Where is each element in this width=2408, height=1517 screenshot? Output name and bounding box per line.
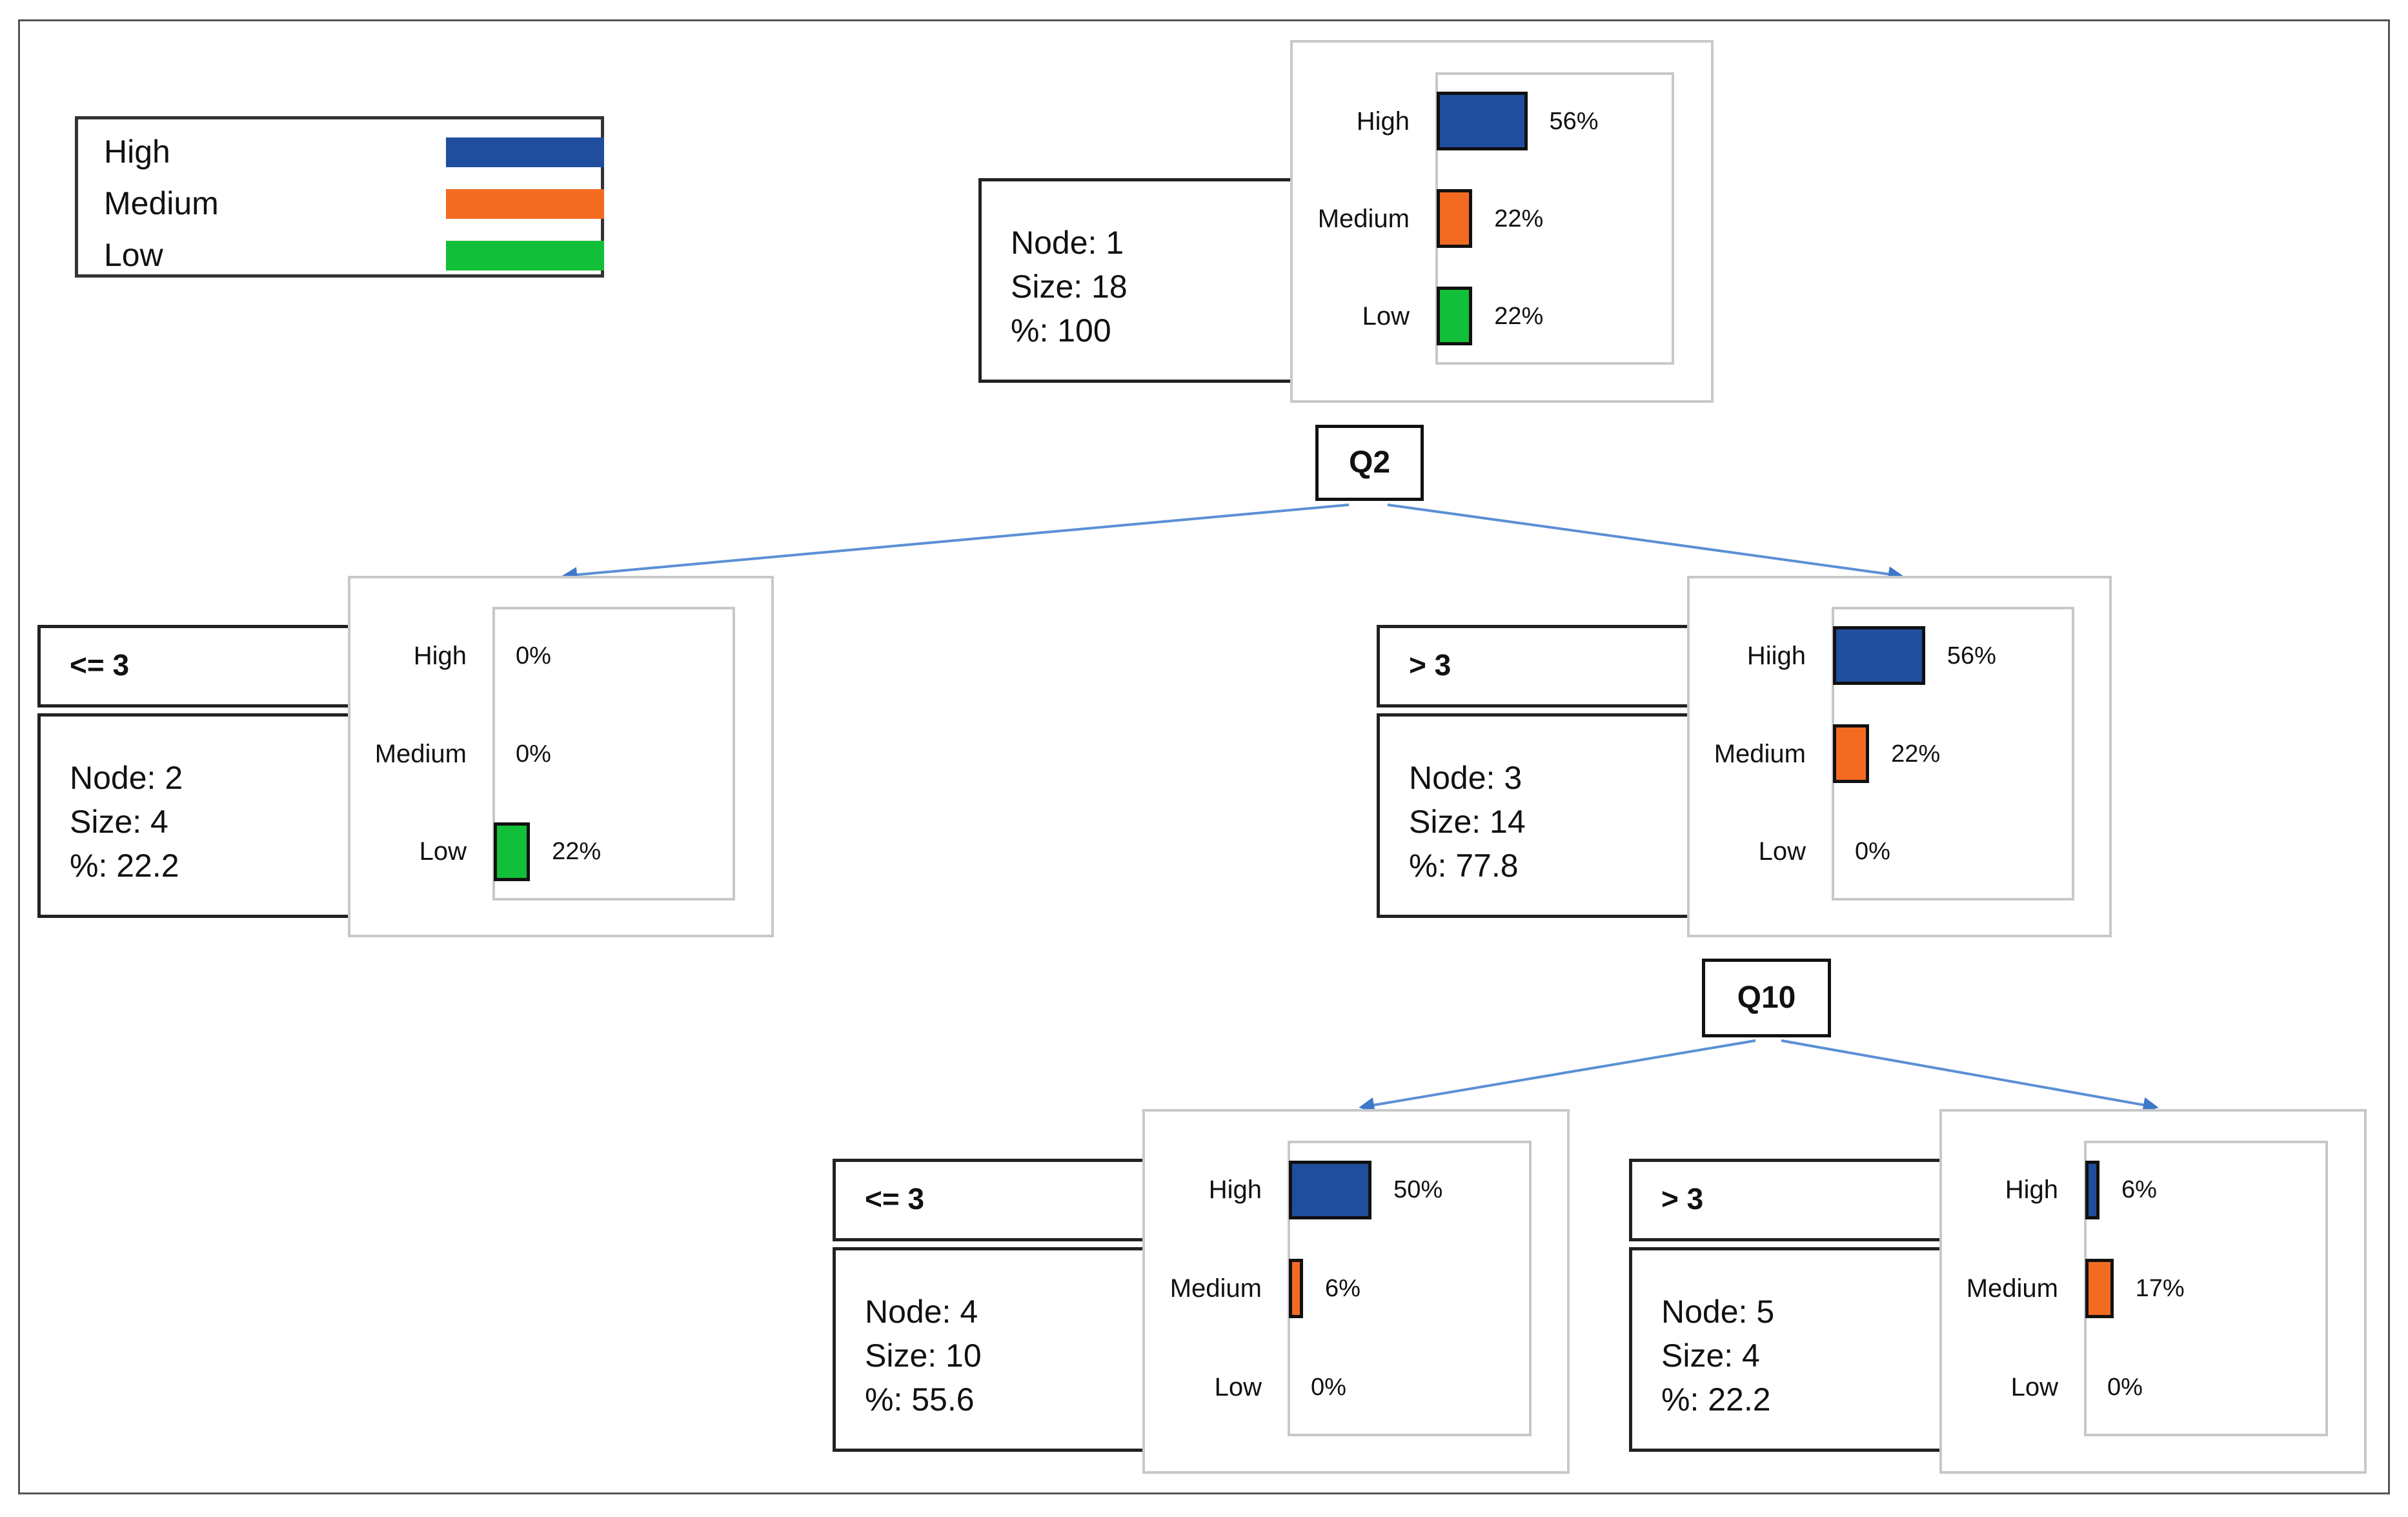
node4-info-box: Node: 4 Size: 10 %: 55.6 [833,1247,1155,1452]
node1-category-high: High [1356,107,1410,136]
node2-value-medium: 0% [516,740,551,768]
node5-percent: %: 22.2 [1661,1381,1771,1418]
edge-q10-node5 [1781,1039,2159,1113]
node3-category-high: Hiigh [1746,641,1806,670]
node4-value-high: 50% [1393,1176,1443,1204]
node1-bar-high [1437,92,1528,150]
node1-percent: %: 100 [1011,312,1111,349]
node1-info-box: Node: 1 Size: 18 %: 100 [978,178,1295,383]
node3-info-box: Node: 3 Size: 14 %: 77.8 [1377,713,1699,918]
node4-bar-high [1289,1160,1372,1220]
node3-value-low: 0% [1855,838,1890,866]
node3-condition: > 3 [1409,648,1452,682]
edge-q2-node3 [1387,504,1904,582]
node5-condition: > 3 [1661,1182,1704,1216]
node3-value-medium: 22% [1891,740,1941,768]
node3-category-medium: Medium [1714,739,1806,768]
node3-bar-medium [1833,724,1870,783]
legend: High Medium Low [75,116,604,278]
edge-q10-node4 [1359,1039,1756,1113]
node1-value-high: 56% [1549,107,1599,135]
node4-category-low: Low [1214,1372,1262,1401]
legend-swatch-low [446,241,604,270]
legend-label-low: Low [104,237,163,273]
node5-condition-box: > 3 [1629,1159,1952,1241]
node2-category-high: High [413,641,467,670]
node4-value-medium: 6% [1325,1275,1361,1302]
legend-label-medium: Medium [104,185,219,221]
node5-category-high: High [2005,1176,2058,1205]
node3-condition-box: > 3 [1377,625,1699,708]
node5-value-medium: 17% [2135,1275,2185,1302]
node2-plot-area [492,607,735,901]
node3-percent: %: 77.8 [1409,848,1519,884]
node1-size: Size: 18 [1011,269,1128,305]
node4-category-medium: Medium [1169,1274,1262,1303]
node4-condition-box: <= 3 [833,1159,1155,1241]
node5-category-medium: Medium [1966,1274,2058,1303]
legend-swatch-high [446,137,604,167]
node1-bar-low [1437,287,1473,345]
node5-value-low: 0% [2107,1373,2143,1401]
node1-category-medium: Medium [1317,204,1410,233]
node5-size: Size: 4 [1661,1338,1760,1374]
node3-category-low: Low [1758,837,1806,866]
edge-q2-node2 [562,504,1350,583]
node3-id: Node: 3 [1409,760,1523,796]
legend-label-high: High [104,134,170,170]
node2-category-medium: Medium [374,739,467,768]
legend-item-medium: Medium [104,181,604,226]
node3-value-high: 56% [1947,642,1996,669]
node5-id: Node: 5 [1661,1294,1775,1330]
node2-size: Size: 4 [70,804,168,840]
node1-id: Node: 1 [1011,225,1124,261]
split-q10: Q10 [1702,959,1831,1037]
legend-swatch-medium [446,189,604,219]
legend-item-high: High [104,129,604,174]
node4-percent: %: 55.6 [865,1381,975,1418]
node2-condition-box: <= 3 [37,625,360,708]
node1-value-low: 22% [1494,302,1544,330]
node4-condition: <= 3 [865,1182,925,1216]
node1-value-medium: 22% [1494,205,1544,232]
node5-value-high: 6% [2121,1176,2157,1204]
node2-value-high: 0% [516,642,551,669]
node5-category-low: Low [2010,1372,2058,1401]
node2-id: Node: 2 [70,760,183,796]
node4-category-high: High [1208,1176,1262,1205]
node4-value-low: 0% [1311,1373,1346,1401]
node5-bar-medium [2085,1259,2114,1318]
node5-bar-high [2085,1160,2099,1220]
legend-item-low: Low [104,232,604,278]
node2-info-box: Node: 2 Size: 4 %: 22.2 [37,713,360,918]
node2-bar-low [494,822,531,881]
node5-info-box: Node: 5 Size: 4 %: 22.2 [1629,1247,1952,1452]
node2-value-low: 22% [552,838,602,866]
diagram-frame [18,19,2390,1494]
node2-condition: <= 3 [70,648,130,682]
node1-category-low: Low [1362,301,1410,331]
split-q2: Q2 [1315,425,1424,501]
node4-id: Node: 4 [865,1294,978,1330]
node4-bar-medium [1289,1259,1303,1318]
node3-bar-high [1833,626,1925,686]
node5-plot-area [2084,1141,2328,1436]
node1-bar-medium [1437,189,1473,248]
node3-size: Size: 14 [1409,804,1526,840]
node2-percent: %: 22.2 [70,848,179,884]
node2-category-low: Low [419,837,467,866]
node4-size: Size: 10 [865,1338,982,1374]
